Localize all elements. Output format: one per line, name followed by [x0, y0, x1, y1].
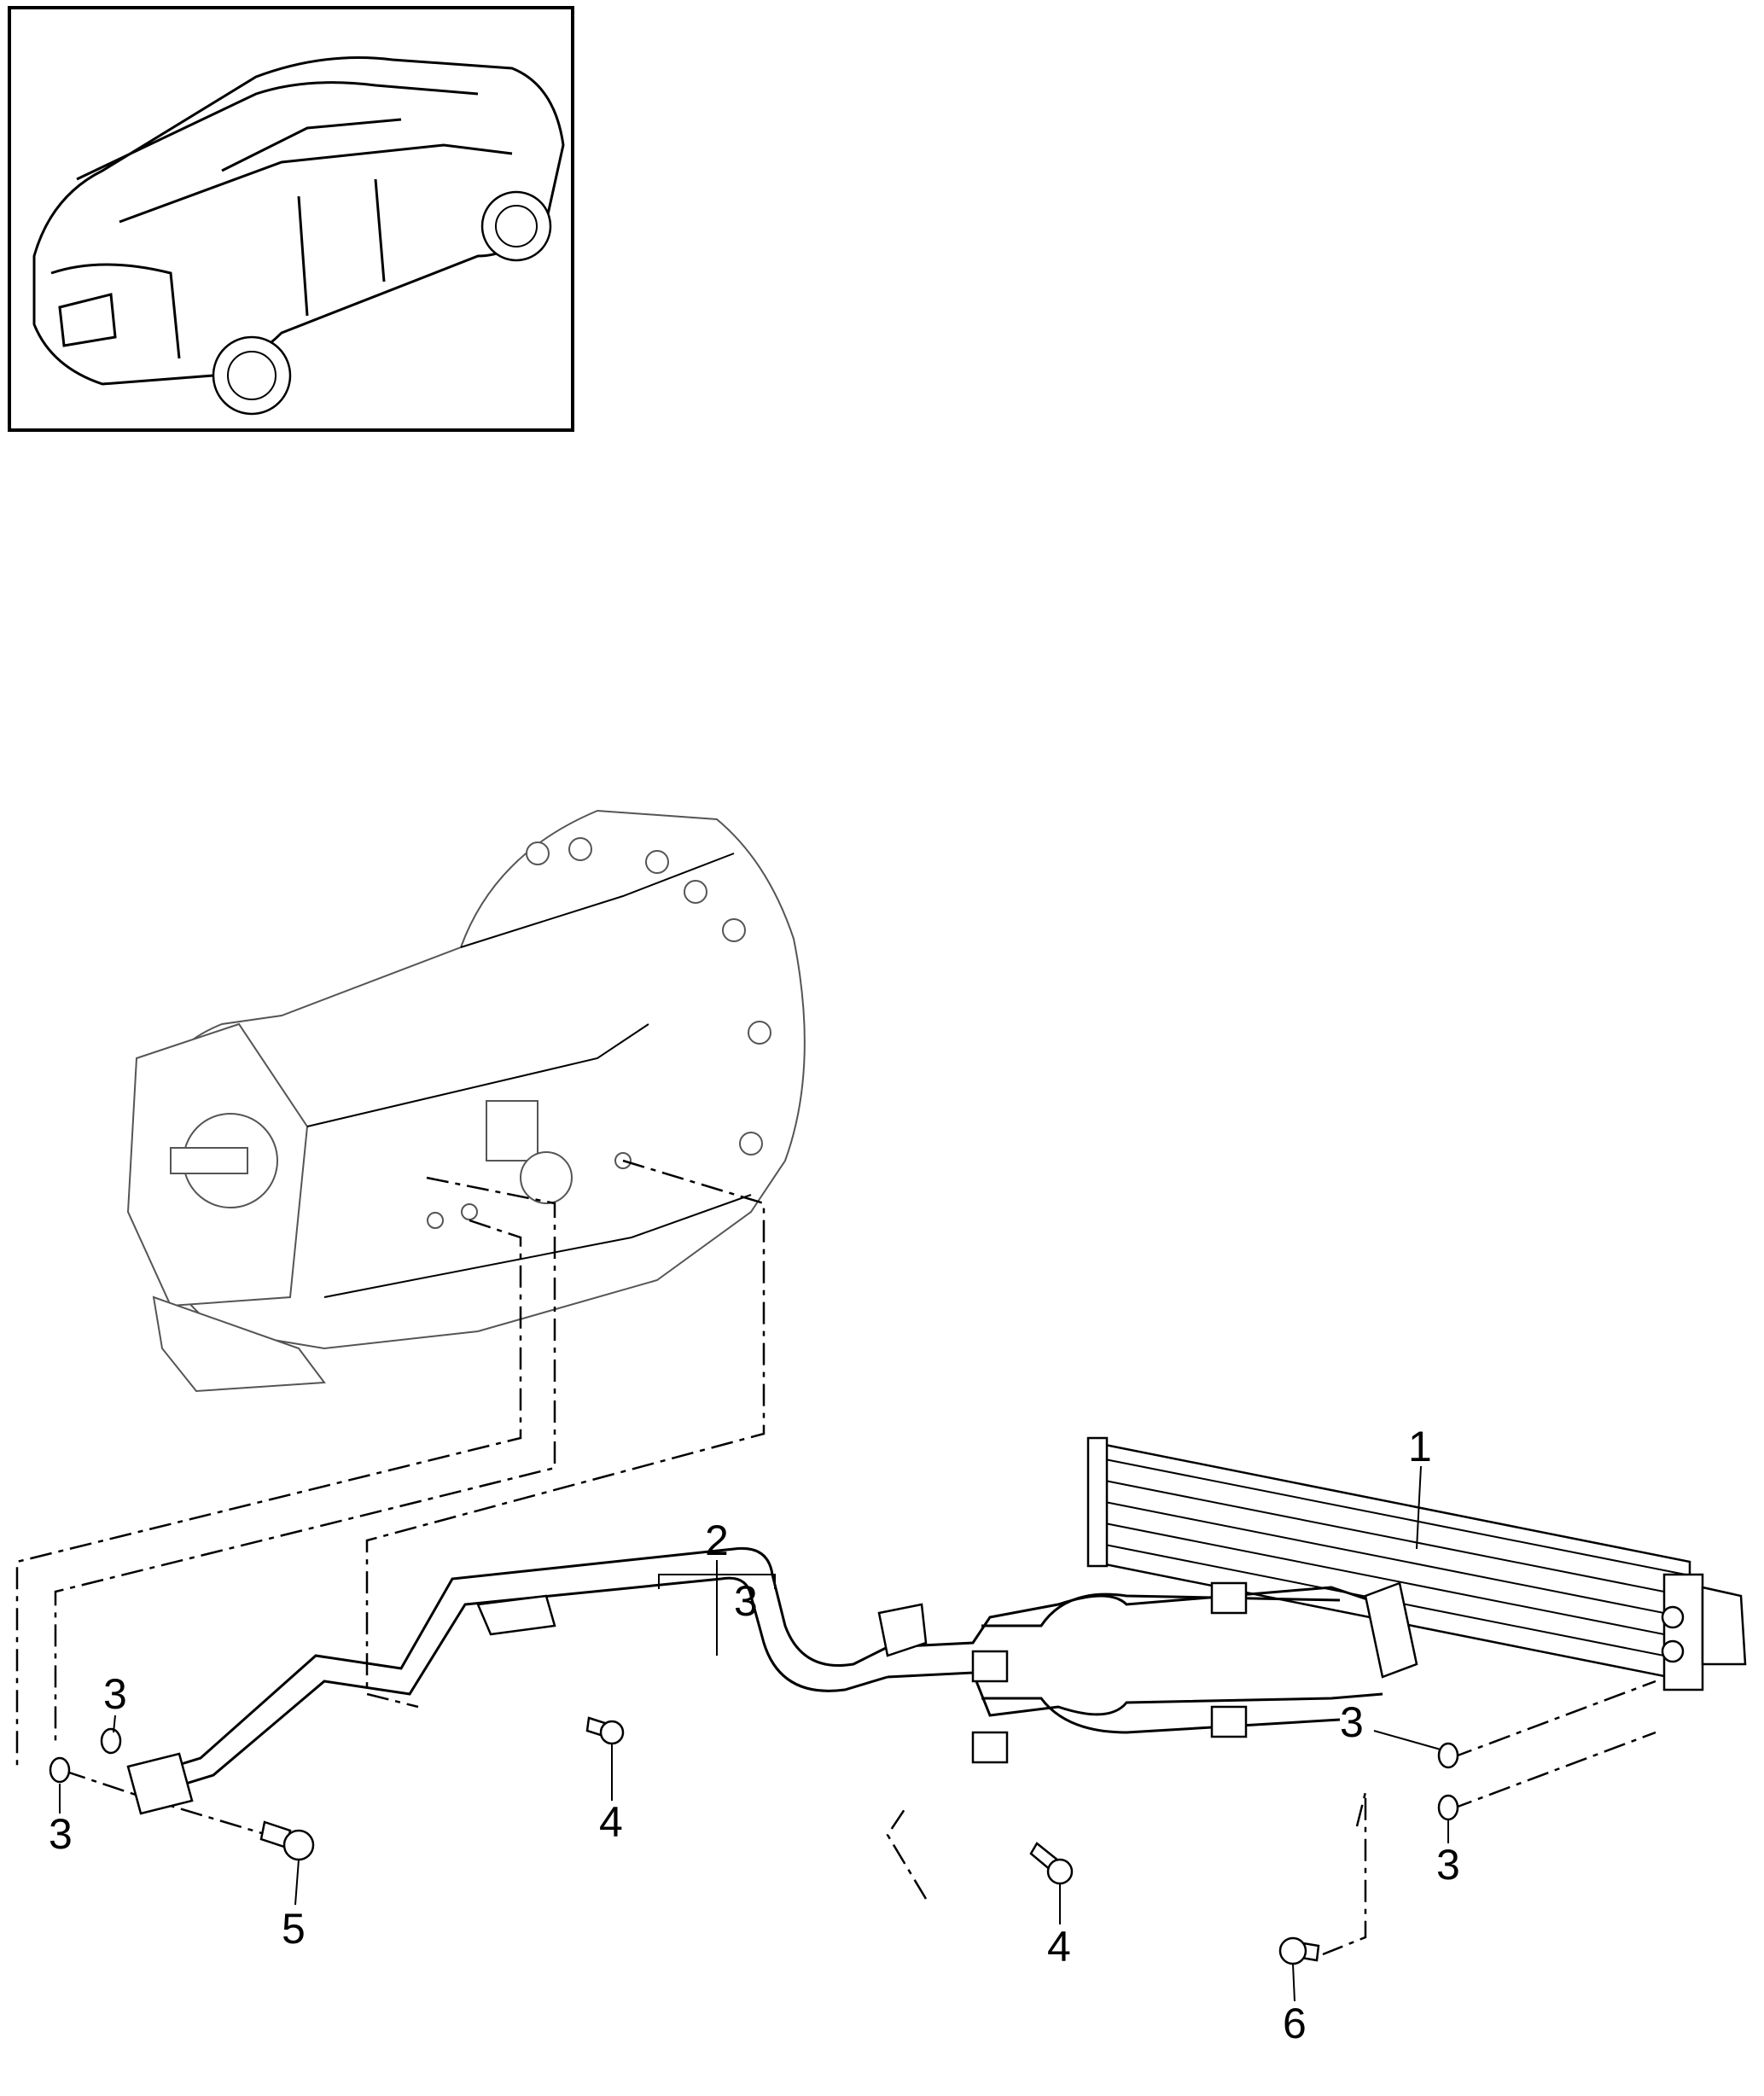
callout-line-assembly: 2 — [705, 1517, 729, 1564]
oil-cooler — [1086, 1436, 1747, 1691]
bolts — [259, 1716, 1320, 1965]
callout-cooler: 1 — [1408, 1423, 1432, 1470]
leader-lines — [59, 1465, 1449, 2002]
callout-seal-left-lower: 3 — [49, 1810, 73, 1858]
callout-seal-right-upper: 3 — [1340, 1698, 1364, 1746]
bolt-right-flange — [1278, 1936, 1320, 1965]
bolt-left-bracket — [585, 1716, 625, 1745]
callout-seal-right-lower: 3 — [1436, 1841, 1460, 1889]
assembly-lines — [15, 1159, 1656, 1956]
cooler-line-assembly — [126, 1546, 1418, 1815]
callout-bolt-flange-left: 5 — [282, 1905, 306, 1953]
bolt-center-bracket — [1029, 1842, 1074, 1885]
seal-rings — [49, 1727, 1459, 1821]
callout-seal-left-upper: 3 — [103, 1670, 127, 1718]
callout-bolt-bracket-center: 4 — [1047, 1923, 1071, 1971]
callout-bolt-bracket-left: 4 — [599, 1798, 623, 1846]
vehicle-thumbnail — [8, 6, 574, 432]
transmission-housing — [126, 809, 806, 1393]
callout-line-assembly-seal: 3 — [734, 1577, 758, 1625]
bolt-left-flange — [259, 1820, 315, 1861]
callout-bolt-flange-right: 6 — [1283, 2000, 1307, 2047]
